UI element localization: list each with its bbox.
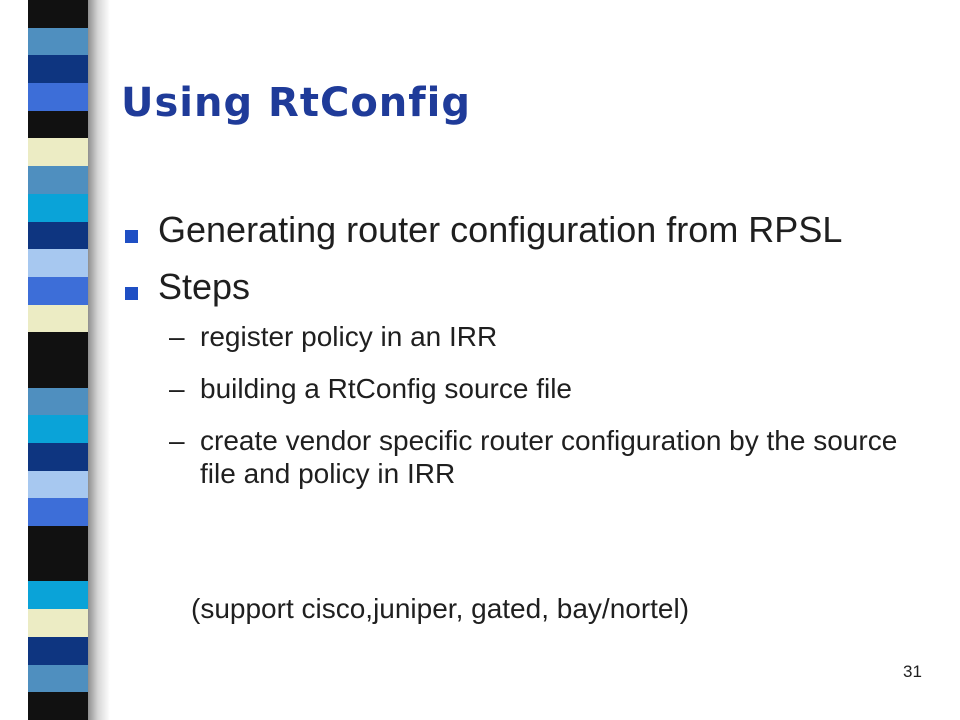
- bullet-item-steps: Steps: [122, 263, 922, 311]
- square-bullet-icon: [125, 287, 138, 300]
- sub-bullet-text: building a RtConfig source file: [200, 373, 572, 404]
- sub-bullet-create: – create vendor specific router configur…: [122, 424, 922, 490]
- support-note: (support cisco,juniper, gated, bay/norte…: [191, 593, 690, 624]
- stripe-segment: [28, 110, 88, 139]
- stripe-segment: [28, 138, 88, 167]
- stripe-segment: [28, 55, 88, 84]
- stripe-segment: [28, 415, 88, 443]
- stripe-segment: [28, 249, 88, 277]
- slide-title: Using RtConfig: [121, 80, 472, 126]
- stripe-segment: [28, 664, 88, 693]
- stripe-shadow: [88, 0, 110, 720]
- stripe-segment: [28, 443, 88, 471]
- dash-bullet: –: [169, 373, 185, 404]
- decorative-stripe-bar: [28, 0, 88, 720]
- sub-bullet-building: – building a RtConfig source file: [122, 372, 922, 405]
- stripe-segment: [28, 166, 88, 194]
- stripe-segment: [28, 359, 88, 388]
- stripe-segment: [28, 470, 88, 499]
- bullet-list: Generating router configuration from RPS…: [122, 206, 922, 509]
- bullet-text: Generating router configuration from RPS…: [158, 209, 843, 250]
- sub-bullet-text: register policy in an IRR: [200, 321, 498, 352]
- stripe-segment: [28, 193, 88, 222]
- page-number: 31: [903, 662, 922, 681]
- stripe-segment: [28, 83, 88, 111]
- stripe-segment: [28, 692, 88, 720]
- stripe-segment: [28, 0, 88, 28]
- stripe-segment: [28, 636, 88, 665]
- stripe-segment: [28, 609, 88, 637]
- bullet-text: Steps: [158, 266, 251, 307]
- dash-bullet: –: [169, 425, 185, 456]
- stripe-segment: [28, 27, 88, 56]
- stripe-segment: [28, 332, 88, 360]
- stripe-segment: [28, 498, 88, 527]
- square-bullet-icon: [125, 230, 138, 243]
- sub-bullet-text: create vendor specific router configurat…: [200, 425, 898, 489]
- bullet-item-generating: Generating router configuration from RPS…: [122, 206, 922, 254]
- stripe-segment: [28, 221, 88, 250]
- sub-bullet-register: – register policy in an IRR: [122, 320, 922, 353]
- stripe-segment: [28, 276, 88, 305]
- dash-bullet: –: [169, 321, 185, 352]
- stripe-segment: [28, 387, 88, 416]
- stripe-segment: [28, 304, 88, 333]
- stripe-segment: [28, 581, 88, 610]
- stripe-segment: [28, 553, 88, 582]
- stripe-segment: [28, 526, 88, 554]
